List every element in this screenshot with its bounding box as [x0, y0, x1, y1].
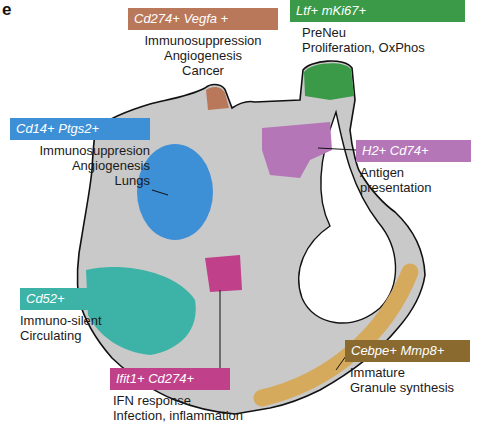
cluster-label: Cd274+ Vegfa + Immunosuppression Angiogen… [128, 8, 278, 78]
cluster-region [262, 122, 332, 178]
cluster-header: Cebpe+ Mmp8+ [345, 340, 470, 362]
leader-line [152, 190, 168, 195]
cluster-header: Cd14+ Ptgs2+ [10, 118, 150, 140]
cluster-header: H2+ Cd74+ [356, 140, 471, 162]
cluster-region [86, 267, 196, 355]
cluster-label: H2+ Cd74+ Antigen presentation [356, 140, 471, 195]
cluster-description: Immunosuppression Angiogenesis Cancer [143, 33, 263, 78]
line-spacer [440, 365, 465, 380]
line-spacer [412, 25, 437, 40]
line-spacer [233, 393, 253, 408]
cluster-description: Immuno-silent Circulating [20, 313, 110, 343]
cluster-label: Ifit1+ Cd274+ IFN response Infection, inf… [110, 368, 253, 423]
cluster-label: Cd52+ Immuno-silent Circulating [20, 288, 110, 343]
cluster-label: Cd14+ Ptgs2+ Immunosuppresion Angiogenesi… [10, 118, 150, 188]
leader-line [318, 148, 356, 150]
cluster-description: Antigen presentation [360, 165, 460, 195]
cluster-header: Ltf+ mKi67+ [290, 0, 465, 22]
cluster-header: Ifit1+ Cd274+ [110, 368, 230, 390]
cluster-description: Immature Granule synthesis [350, 365, 465, 395]
cluster-region [304, 63, 354, 100]
cluster-region [205, 255, 242, 292]
cluster-label: Ltf+ mKi67+ PreNeu Proliferation, OxPhos [290, 0, 465, 55]
panel-letter: e [2, 0, 11, 20]
cluster-header: Cd52+ [20, 288, 90, 310]
leader-line [220, 290, 221, 368]
cluster-description: Immunosuppresion Angiogenesis Lungs [38, 143, 150, 188]
cluster-description: PreNeu Proliferation, OxPhos [302, 25, 437, 55]
cluster-label: Cebpe+ Mmp8+ Immature Granule synthesis [345, 340, 470, 395]
cluster-description: IFN response Infection, inflammation [113, 393, 253, 423]
cluster-region [206, 87, 229, 110]
cluster-header: Cd274+ Vegfa + [128, 8, 278, 30]
